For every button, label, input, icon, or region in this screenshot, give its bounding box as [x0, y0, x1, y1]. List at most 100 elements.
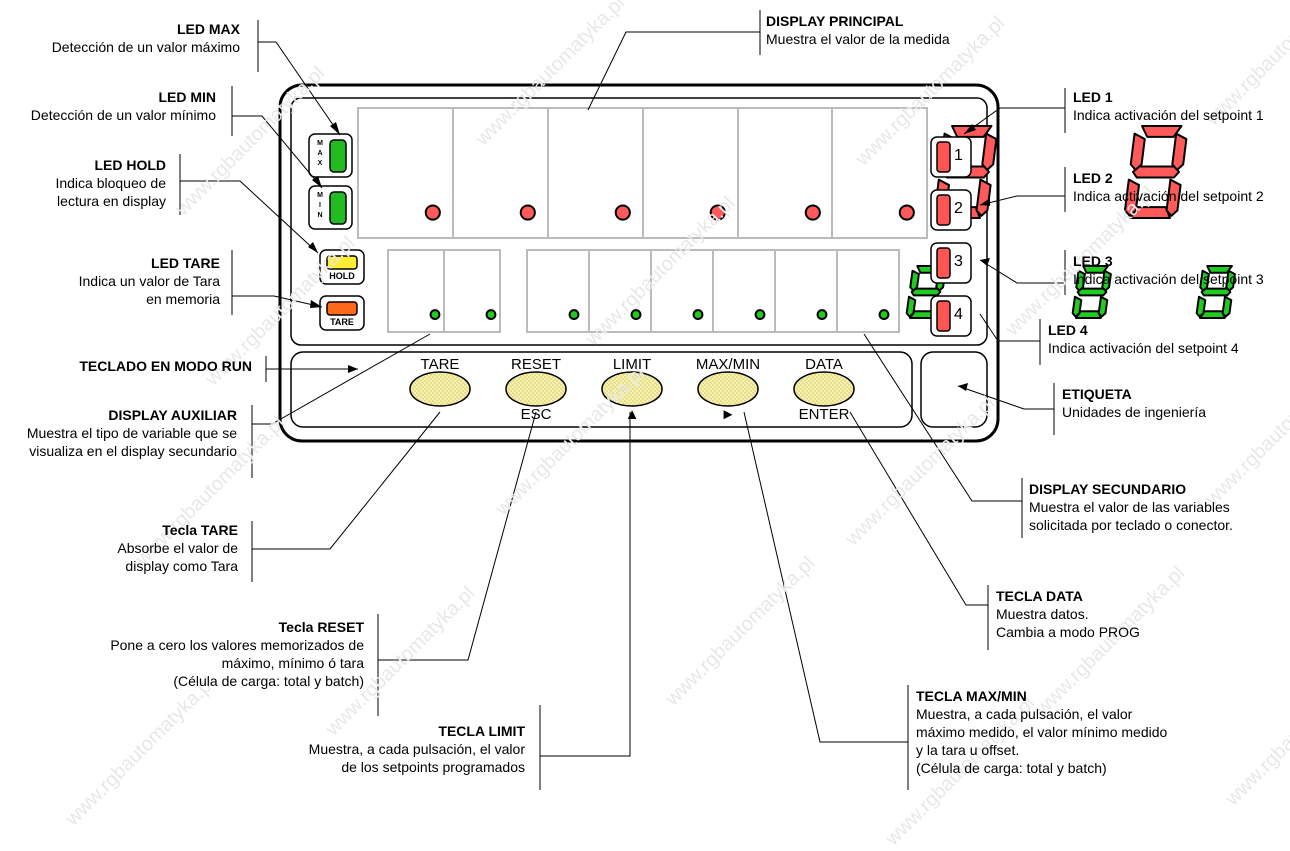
callout-desc: Muestra el valor de la medida — [766, 31, 950, 47]
callout-title: LED 1 — [1073, 89, 1113, 105]
setpoint-led-label: 1 — [954, 147, 963, 164]
callout-desc: Muestra el valor de las variables solici… — [1029, 499, 1233, 533]
callout-desc: Indica activación del setpoint 3 — [1073, 271, 1264, 287]
key-reset[interactable] — [505, 371, 567, 407]
callout-title: LED TARE — [151, 255, 220, 271]
leader-tecla-reset — [378, 411, 537, 661]
setpoint-led-label: 4 — [954, 306, 963, 323]
setpoint-leds — [930, 136, 972, 337]
callout-desc: Indica bloqueo de lectura en display — [55, 175, 166, 209]
callout-title: TECLA LIMIT — [438, 723, 525, 739]
callout-led-max: LED MAX Detección de un valor máximo — [0, 20, 240, 56]
secondary-digit-cell — [588, 249, 652, 333]
callout-desc: Pone a cero los valores memorizados de m… — [110, 637, 364, 689]
callout-title: Tecla TARE — [162, 522, 238, 538]
callout-tecla-reset: Tecla RESET Pone a cero los valores memo… — [0, 618, 364, 690]
secondary-digit — [878, 309, 890, 321]
callout-desc: Muestra datos. Cambia a modo PROG — [996, 606, 1140, 640]
callout-led4: LED 4 Indica activación del setpoint 4 — [1048, 321, 1288, 357]
leader-led-max — [258, 41, 341, 136]
setpoint-led-lamp — [936, 247, 951, 279]
callout-led-tare: LED TARE Indica un valor de Tara en memo… — [0, 254, 220, 308]
leader-tecla-maxmin — [743, 411, 908, 743]
callout-led1: LED 1 Indica activación del setpoint 1 — [1073, 88, 1288, 124]
callout-tecla-tare: Tecla TARE Absorbe el valor de display c… — [0, 521, 238, 575]
leader-lines — [179, 10, 1066, 790]
led-tare-label: TARE — [320, 317, 364, 327]
key-label-bottom: ENTER — [798, 406, 850, 423]
device-diagram — [179, 10, 1236, 790]
setpoint-led-lamp — [936, 194, 951, 226]
callout-desc: Indica un valor de Tara en memoria — [78, 273, 220, 307]
setpoint-led-label: 2 — [954, 200, 963, 217]
secondary-digit-cell — [650, 249, 714, 333]
callout-desc: Muestra el tipo de variable que se visua… — [26, 425, 237, 459]
callout-title: TECLA MAX/MIN — [916, 688, 1027, 704]
callout-title: Tecla RESET — [278, 619, 364, 635]
secondary-digit — [816, 309, 828, 321]
callout-desc: Detección de un valor máximo — [51, 39, 240, 55]
led-hold-label: HOLD — [320, 271, 364, 281]
secondary-digit-cell — [712, 249, 776, 333]
key-label-top: MAX/MIN — [695, 356, 761, 373]
leader-tecla-tare — [252, 411, 441, 550]
key-label-top: DATA — [805, 356, 843, 373]
leader-led3 — [979, 259, 1065, 284]
callout-tecla-maxmin: TECLA MAX/MIN Muestra, a cada pulsación,… — [916, 687, 1206, 777]
callout-title: DISPLAY PRINCIPAL — [766, 13, 904, 29]
keypad — [409, 371, 855, 407]
main-display — [357, 107, 1188, 239]
callout-display-aux: DISPLAY AUXILIAR Muestra el tipo de vari… — [0, 406, 237, 460]
main-digit — [804, 204, 821, 221]
key-limit[interactable] — [601, 371, 663, 407]
callout-desc: Absorbe el valor de display como Tara — [117, 540, 238, 574]
callout-title: ETIQUETA — [1062, 386, 1132, 402]
callout-led3: LED 3 Indica activación del setpoint 3 — [1073, 252, 1288, 288]
leader-led1 — [963, 107, 1065, 135]
main-digit — [614, 125, 1188, 221]
main-digit-cell — [452, 107, 549, 239]
callout-title: DISPLAY AUXILIAR — [108, 407, 237, 423]
key-label-bottom: ► — [720, 406, 736, 423]
setpoint-led-label: 3 — [954, 253, 963, 270]
leader-tecla-limit — [540, 412, 631, 757]
leader-led-tare — [232, 295, 323, 308]
secondary-digit — [692, 309, 704, 321]
callout-title: LED 4 — [1048, 322, 1088, 338]
callout-display-principal: DISPLAY PRINCIPAL Muestra el valor de la… — [766, 12, 1066, 48]
key-max-min[interactable] — [697, 371, 759, 407]
callout-title: DISPLAY SECUNDARIO — [1029, 481, 1187, 497]
aux-secondary-display — [387, 249, 1236, 333]
callout-title: LED MAX — [177, 21, 240, 37]
leader-led-min — [232, 115, 323, 189]
led-tare — [319, 295, 365, 331]
callout-desc: Detección de un valor mínimo — [30, 107, 216, 123]
led-min — [308, 185, 353, 230]
leader-led4 — [979, 313, 1040, 342]
main-digit — [709, 204, 726, 221]
key-tare[interactable] — [409, 371, 471, 407]
leader-display-sec — [863, 333, 1022, 502]
key-label-top: TARE — [420, 356, 460, 373]
secondary-digit — [754, 309, 766, 321]
callout-led2: LED 2 Indica activación del setpoint 2 — [1073, 169, 1288, 205]
callout-desc: Indica activación del setpoint 1 — [1073, 107, 1264, 123]
secondary-digit-cell — [774, 249, 838, 333]
callout-title: LED 2 — [1073, 170, 1113, 186]
setpoint-led-lamp — [936, 300, 951, 332]
callout-title: LED MIN — [158, 89, 216, 105]
callout-desc: Indica activación del setpoint 4 — [1048, 340, 1239, 356]
led-tare-text: TARE — [330, 317, 354, 327]
callout-tecla-limit: TECLA LIMIT Muestra, a cada pulsación, e… — [200, 722, 525, 776]
key-data[interactable] — [793, 371, 855, 407]
callout-title: LED HOLD — [94, 157, 166, 173]
leader-tecla-data — [849, 411, 988, 606]
leader-led2 — [979, 195, 1065, 206]
callout-desc: Muestra, a cada pulsación, el valor máxi… — [916, 706, 1168, 776]
etiqueta-window — [920, 351, 988, 428]
main-digit-cell — [737, 107, 834, 239]
setpoint-led-lamp — [936, 141, 951, 173]
